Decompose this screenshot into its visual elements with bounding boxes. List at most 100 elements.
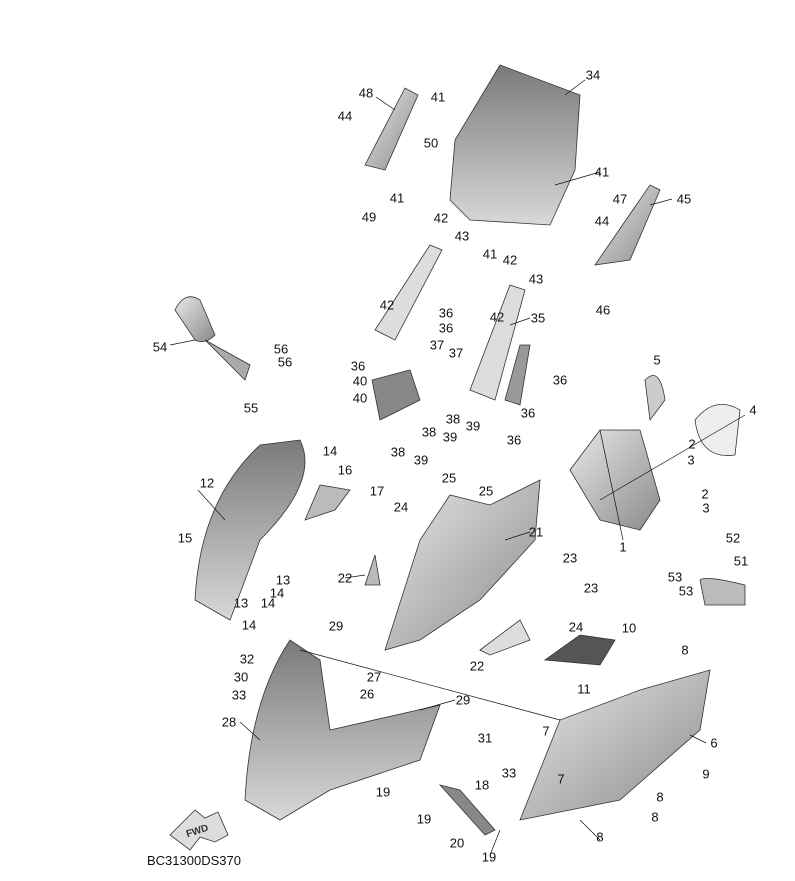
callout: 29 xyxy=(455,692,471,708)
panel-10 xyxy=(543,634,616,666)
callout: 16 xyxy=(337,462,353,478)
lower-cowl-right xyxy=(519,669,711,821)
callout: 49 xyxy=(361,209,377,225)
side-deflector-left xyxy=(364,87,419,171)
callout: 43 xyxy=(454,228,470,244)
callout: 7 xyxy=(557,771,565,787)
diagram-code: BC31300DS370 xyxy=(147,853,241,868)
callout: 19 xyxy=(481,849,497,865)
callout: 37 xyxy=(429,337,445,353)
ring-5 xyxy=(644,375,666,422)
callout: 50 xyxy=(423,135,439,151)
callout: 17 xyxy=(369,483,385,499)
callout: 30 xyxy=(233,669,249,685)
callout: 36 xyxy=(506,432,522,448)
callout: 19 xyxy=(416,811,432,827)
callout: 14 xyxy=(241,617,257,633)
callout: 29 xyxy=(328,618,344,634)
fwd-arrow-icon xyxy=(169,809,229,851)
callout: 34 xyxy=(585,67,601,83)
callout: 43 xyxy=(528,271,544,287)
callout: 36 xyxy=(350,358,366,374)
callout: 11 xyxy=(577,681,591,697)
callout: 24 xyxy=(568,619,584,635)
callout: 2 xyxy=(688,436,696,452)
side-cover-left xyxy=(194,439,306,621)
bracket-left xyxy=(374,244,443,341)
callout: 39 xyxy=(442,429,458,445)
callout: 55 xyxy=(243,400,259,416)
callout: 42 xyxy=(379,297,395,313)
callout: 14 xyxy=(260,595,276,611)
callout: 3 xyxy=(702,500,710,516)
callout: 32 xyxy=(239,651,255,667)
callout: 8 xyxy=(656,789,664,805)
callout: 4 xyxy=(749,402,757,418)
callout: 38 xyxy=(445,411,461,427)
lower-cowl-left xyxy=(244,639,441,821)
callout: 38 xyxy=(421,424,437,440)
callout: 56 xyxy=(273,341,289,357)
panel-22b xyxy=(479,619,531,656)
callout: 15 xyxy=(177,530,193,546)
callout: 42 xyxy=(489,309,505,325)
callout: 45 xyxy=(676,191,692,207)
callout: 5 xyxy=(653,352,661,368)
callout: 47 xyxy=(612,191,628,207)
callout: 54 xyxy=(152,339,168,355)
mirror-left xyxy=(174,296,216,343)
callout: 33 xyxy=(501,765,517,781)
callout: 14 xyxy=(269,585,285,601)
callout: 24 xyxy=(393,499,409,515)
callout: 41 xyxy=(430,89,446,105)
callout: 26 xyxy=(359,686,375,702)
callout: 8 xyxy=(596,829,604,845)
callout: 39 xyxy=(413,452,429,468)
callout: 3 xyxy=(687,452,695,468)
callout: 53 xyxy=(667,569,683,585)
bracket-right xyxy=(469,284,526,401)
callout: 39 xyxy=(465,418,481,434)
side-deflector-right xyxy=(594,184,661,266)
callout: 48 xyxy=(358,85,374,101)
callout: 51 xyxy=(733,553,749,569)
callout: 41 xyxy=(389,190,405,206)
callout: 36 xyxy=(520,405,536,421)
callout: 20 xyxy=(449,835,465,851)
callout: 35 xyxy=(530,310,546,326)
callout: 8 xyxy=(681,642,689,658)
callout: 56 xyxy=(277,354,293,370)
callout: 19 xyxy=(375,784,391,800)
callout: 22 xyxy=(469,658,485,674)
callout: 31 xyxy=(477,730,493,746)
callout: 44 xyxy=(594,213,610,229)
panel-16 xyxy=(304,484,351,521)
mechanism xyxy=(371,369,421,421)
callout: 10 xyxy=(621,620,637,636)
brace-right xyxy=(504,344,531,406)
windscreen xyxy=(449,64,581,226)
callout: 41 xyxy=(482,246,498,262)
callout: 27 xyxy=(366,669,382,685)
callout: 40 xyxy=(352,373,368,389)
callout: 40 xyxy=(352,390,368,406)
meter-cover xyxy=(569,429,661,531)
callout: 23 xyxy=(583,580,599,596)
callout: 8 xyxy=(651,809,659,825)
callout: 1 xyxy=(619,539,627,555)
callout: 53 xyxy=(678,583,694,599)
callout: 46 xyxy=(595,302,611,318)
front-cowl xyxy=(384,479,541,651)
callout: 9 xyxy=(702,766,710,782)
callout: 6 xyxy=(710,735,718,751)
callout: 7 xyxy=(542,723,550,739)
callout: 36 xyxy=(438,320,454,336)
ring-4 xyxy=(694,403,741,456)
callout: 23 xyxy=(562,550,578,566)
callout: 33 xyxy=(231,687,247,703)
callout: 13 xyxy=(275,572,291,588)
callout: 18 xyxy=(474,777,490,793)
callout: 38 xyxy=(390,444,406,460)
